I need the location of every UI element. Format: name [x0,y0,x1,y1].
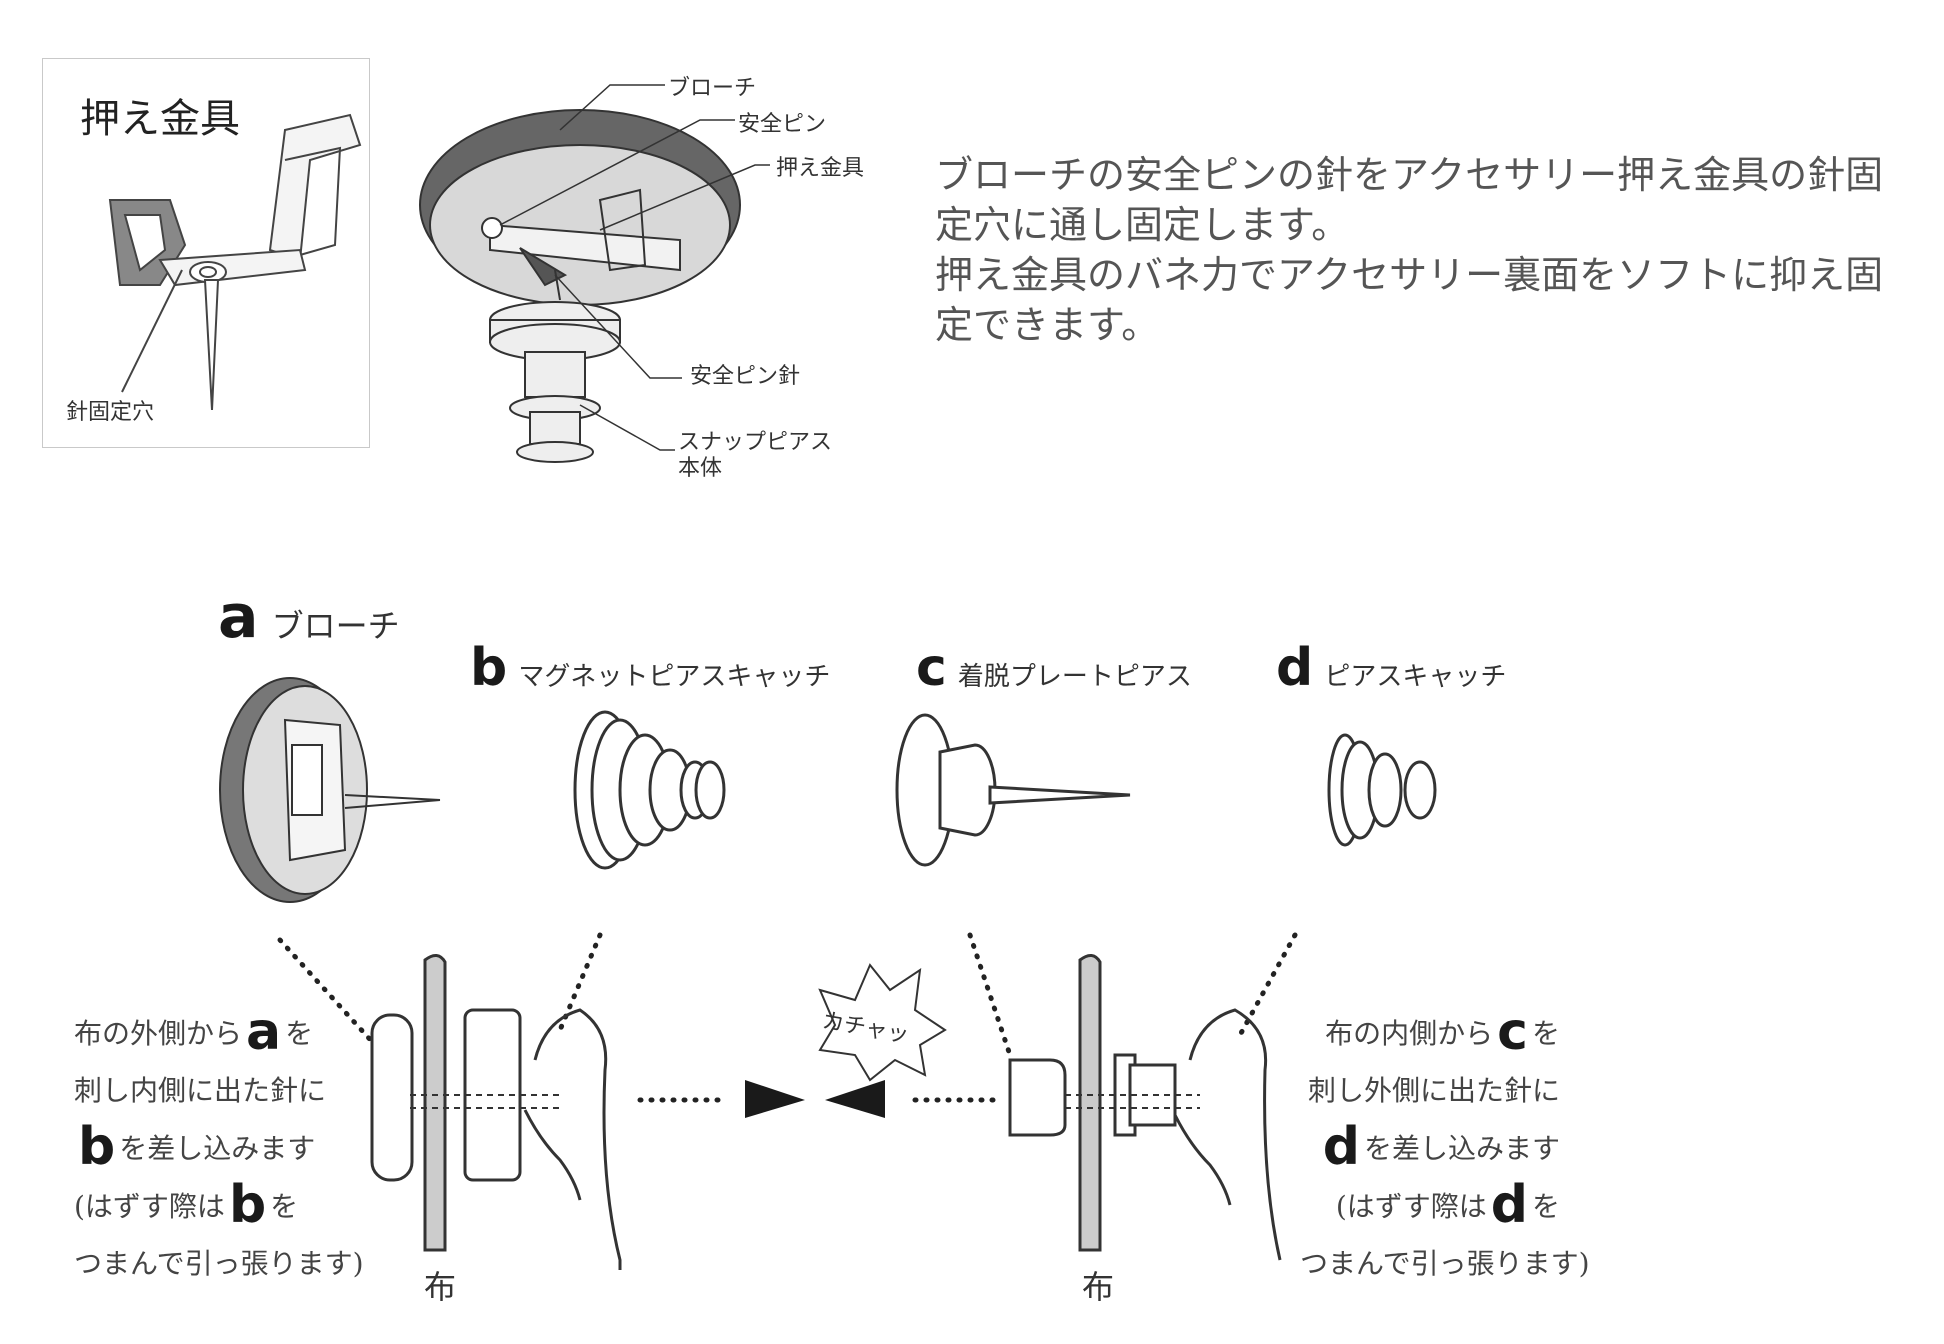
right-line5: つまんで引っ張ります) [1300,1247,1590,1280]
right-line4-post: を [1531,1190,1560,1223]
right-line1-letter: c [1497,1002,1528,1062]
inset-title: 押え金具 [80,96,240,142]
left-line1-pre: 布の外側から [74,1017,243,1050]
brooch-assembly-illustration [419,84,770,463]
left-line3-letter: b [78,1117,116,1177]
right-line2: 刺し外側に出た針に [1307,1074,1560,1107]
right-line3-post: を差し込みます [1363,1132,1560,1165]
holder-bracket-illustration [108,113,362,411]
part-d-label: d ピアスキャッチ [1276,638,1506,698]
part-a-letter: a [218,582,259,652]
description-paragraph-2: 押え金具のバネ力でアクセサリー裏面をソフトに抑え固定できます。 [935,253,1884,347]
part-a-label: a ブローチ [218,582,400,652]
right-line4-pre: (はずす際は [1335,1190,1487,1223]
needle-hole-label: 針固定穴 [66,400,155,425]
left-line4-post: を [270,1190,299,1223]
plate-stud-part-c-illustration [895,713,1131,867]
right-attach-diagram [1008,954,1282,1261]
right-line3-letter: d [1322,1117,1360,1177]
label-brooch: ブローチ [668,76,757,101]
part-c-letter: c [916,638,947,698]
fabric-label-left: 布 [424,1268,457,1306]
label-holder: 押え金具 [776,156,865,181]
magnet-catch-part-b-illustration [573,710,726,870]
fabric-label-right: 布 [1082,1268,1115,1306]
part-d-name: ピアスキャッチ [1324,662,1507,692]
holder-inset-panel [42,58,370,448]
label-safety-pin-needle: 安全ピン針 [690,364,801,389]
part-b-name: マグネットピアスキャッチ [518,662,831,692]
right-line1-pre: 布の内側から [1325,1017,1494,1050]
right-line4-letter: d [1490,1175,1528,1235]
right-line1-post: を [1531,1017,1560,1050]
description-paragraph-1: ブローチの安全ピンの針をアクセサリー押え金具の針固定穴に通し固定します。 [935,153,1884,247]
left-line4-letter: b [228,1175,267,1235]
part-d-letter: d [1276,638,1314,698]
click-burst-icon [818,963,947,1082]
left-attach-diagram [370,954,622,1270]
part-b-label: b マグネットピアスキャッチ [470,638,830,698]
label-snap-body-2: 本体 [678,456,723,481]
brooch-part-a-illustration [219,677,441,903]
description: ブローチの安全ピンの針をアクセサリー押え金具の針固定穴に通し固定します。 押え金… [935,150,1895,350]
catch-part-d-illustration [1327,733,1437,847]
part-a-name: ブローチ [271,607,400,645]
part-c-label: c 着脱プレートピアス [916,638,1192,698]
label-snap-body-1: スナップピアス [678,430,833,455]
part-c-name: 着脱プレートピアス [957,662,1192,692]
arrow-right [745,1080,805,1118]
label-safety-pin: 安全ピン [738,112,827,137]
left-line1-post: を [285,1017,314,1050]
left-line1-letter: a [246,1002,282,1062]
left-line5: つまんで引っ張ります) [74,1247,364,1280]
arrow-left [825,1080,885,1118]
left-line3-post: を差し込みます [119,1132,316,1165]
left-line4-pre: (はずす際は [74,1190,225,1223]
left-line2: 刺し内側に出た針に [74,1074,327,1107]
part-b-letter: b [470,638,508,698]
